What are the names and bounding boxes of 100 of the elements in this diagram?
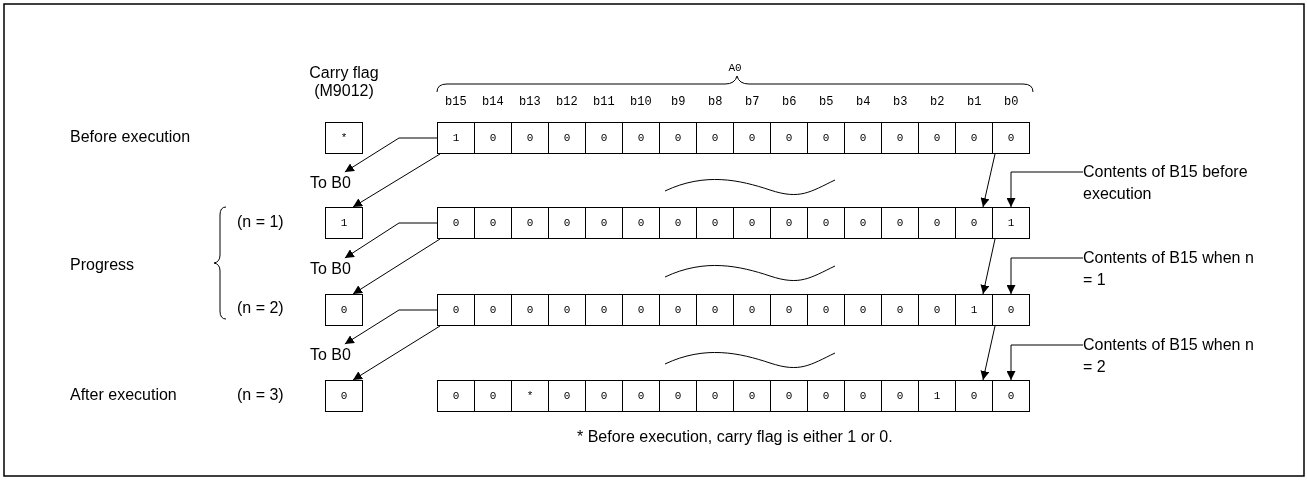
bit-cell: 0 (548, 380, 586, 412)
bit-cell: 0 (955, 207, 993, 239)
bit-cell: 0 (955, 380, 993, 412)
bit-number: b1 (967, 96, 982, 110)
arrow (344, 222, 438, 259)
bit-cell: 0 (918, 122, 956, 154)
leader-line (1006, 257, 1084, 295)
arrow (352, 325, 441, 381)
bit-number: b6 (782, 96, 797, 110)
bit-number: b10 (630, 96, 652, 110)
bit-cell: 0 (696, 207, 734, 239)
row-label: After execution (70, 386, 177, 405)
bit-cell: 0 (918, 294, 956, 326)
arrow (344, 137, 438, 173)
bit-cell: 0 (733, 207, 771, 239)
bit-cell: 0 (733, 294, 771, 326)
leader-line (1006, 344, 1084, 381)
bit-number: b7 (745, 96, 760, 110)
bit-cell: 0 (437, 207, 475, 239)
leader-line (1006, 171, 1084, 208)
bit-cell: 0 (696, 294, 734, 326)
bit-cell: 0 (733, 122, 771, 154)
bit-number: b2 (930, 96, 945, 110)
bit-cell: 0 (992, 122, 1030, 154)
bit-cell: 0 (548, 207, 586, 239)
bit-cell: 0 (807, 294, 845, 326)
arrow (980, 238, 996, 295)
bit-cell: 0 (474, 294, 512, 326)
bit-cell: 0 (659, 380, 697, 412)
bit-number: b11 (593, 96, 615, 110)
bit-cell: 0 (807, 207, 845, 239)
carry-flag-cell: 0 (325, 294, 363, 326)
bit-cell: 0 (659, 122, 697, 154)
bit-cell: 0 (622, 122, 660, 154)
bit-cell: 1 (437, 122, 475, 154)
destination-label: To B0 (310, 174, 351, 193)
bit-cell: 0 (474, 122, 512, 154)
bit-cell: 0 (881, 207, 919, 239)
bit-cell: 0 (622, 380, 660, 412)
row-label: (n = 2) (237, 299, 284, 318)
destination-label: To B0 (310, 346, 351, 365)
bit-cell: 0 (585, 207, 623, 239)
register-name: A0 (728, 62, 742, 75)
carry-flag-cell: 0 (325, 380, 363, 412)
bit-cell: 0 (696, 380, 734, 412)
bit-number: b12 (556, 96, 578, 110)
bit-cell: 0 (585, 122, 623, 154)
row-label: (n = 1) (237, 213, 284, 232)
bit-cell: 0 (955, 122, 993, 154)
bit-cell: 0 (992, 380, 1030, 412)
bit-cell: 0 (844, 207, 882, 239)
bit-number: b14 (482, 96, 504, 110)
bit-cell: 0 (881, 294, 919, 326)
arrow (980, 153, 996, 208)
bit-number: b8 (708, 96, 723, 110)
arrow (980, 325, 996, 381)
bit-number: b0 (1004, 96, 1019, 110)
bit-cell: 1 (955, 294, 993, 326)
bit-cell: 0 (881, 380, 919, 412)
bit-cell: 0 (696, 122, 734, 154)
bit-cell: 0 (844, 294, 882, 326)
bit-cell: 0 (548, 294, 586, 326)
bit-cell: 0 (844, 122, 882, 154)
leader-note: Contents of B15 when n = 2 (1083, 334, 1255, 378)
bit-cell: 0 (437, 294, 475, 326)
column-heading: Carry flag (M9012) (308, 64, 380, 101)
bit-cell: 0 (881, 122, 919, 154)
bit-cell: 0 (622, 207, 660, 239)
destination-label: To B0 (310, 260, 351, 279)
arrow (344, 309, 438, 345)
bit-cell: 0 (548, 122, 586, 154)
row-label: Before execution (70, 128, 191, 147)
bit-number: b9 (671, 96, 686, 110)
bit-number: b15 (445, 96, 467, 110)
bit-cell: 0 (659, 207, 697, 239)
bit-cell: 0 (511, 294, 549, 326)
footnote: * Before execution, carry flag is either 1 or 0. (577, 428, 893, 447)
bit-cell: 0 (585, 380, 623, 412)
arrow (352, 153, 441, 208)
bit-cell: 0 (585, 294, 623, 326)
bit-cell: 0 (437, 380, 475, 412)
leader-note: Contents of B15 when n = 1 (1083, 247, 1255, 291)
bit-cell: 0 (770, 207, 808, 239)
bit-cell: 0 (733, 380, 771, 412)
bit-number: b5 (819, 96, 834, 110)
bit-number: b3 (893, 96, 908, 110)
bit-cell: 0 (474, 380, 512, 412)
bit-cell: 0 (474, 207, 512, 239)
leader-note: Contents of B15 before execution (1083, 161, 1255, 205)
arrow (352, 238, 441, 295)
bit-cell: 0 (511, 122, 549, 154)
bit-number: b13 (519, 96, 541, 110)
bit-cell: 0 (770, 122, 808, 154)
carry-flag-cell: 1 (325, 207, 363, 239)
bit-cell: 1 (918, 380, 956, 412)
bit-cell: 0 (918, 207, 956, 239)
bit-cell: 0 (807, 380, 845, 412)
bit-cell: 0 (770, 380, 808, 412)
bit-cell: 0 (770, 294, 808, 326)
carry-flag-cell: * (325, 122, 363, 154)
